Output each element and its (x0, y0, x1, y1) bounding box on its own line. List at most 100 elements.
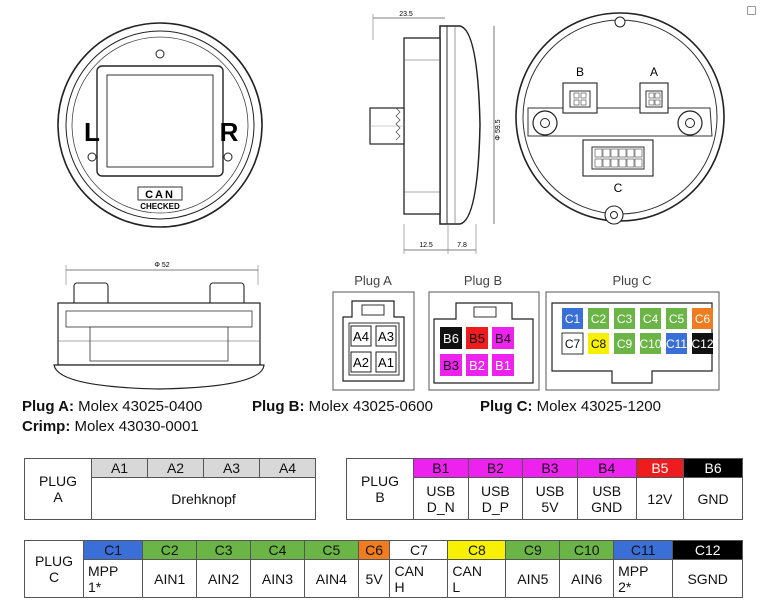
table-c-label-2: C (48, 569, 60, 585)
caption-plug-b-value: Molex 43025-0600 (308, 398, 433, 415)
side-view: 23.5 Φ 59.5 12.5 7.8 (369, 11, 502, 254)
table-c-label: PLUG C (24, 540, 84, 598)
table-b-pin-b3: B3 (522, 458, 578, 478)
table-c-func-c4: AIN3 (250, 559, 305, 598)
table-c-pin-c7: C7 (389, 540, 449, 560)
plug-c-pin-c5: C5 (669, 312, 685, 326)
side-width-dim: 23.5 (399, 11, 413, 18)
caption-crimp: Crimp: Molex 43030-0001 (22, 418, 199, 435)
bottom-view: Φ 52 (53, 262, 265, 390)
table-a-pin-a1: A1 (91, 458, 148, 478)
table-c-func-c10: AIN6 (559, 559, 615, 598)
plug-c-pin-c1: C1 (565, 312, 581, 326)
table-plug-c: PLUG C C1 C2 C3 C4 C5 C6 C7 C8 C9 C10 C1… (24, 540, 743, 598)
plug-c-pins: C1 C2 C3 C4 C5 C6 C7 C8 C9 C10 C11 C12 (561, 308, 714, 355)
plug-c-drawing: Plug C C1 C2 C3 C4 C5 C6 C7 C8 C9 C10 (545, 273, 720, 391)
plug-c-pin-c2: C2 (591, 312, 607, 326)
side-diameter-dim: Φ 59.5 (495, 119, 502, 140)
rear-label-b: B (576, 65, 584, 79)
middle-drawings: Φ 52 Plug A A4 A3 A2 A1 Plug B (53, 262, 720, 391)
window-corner-icon (747, 6, 756, 15)
plug-b-pin-b6: B6 (443, 331, 459, 346)
plug-b-pin-b1: B1 (495, 358, 511, 373)
plug-a-pin-a4: A4 (353, 329, 369, 344)
table-c-pin-c5: C5 (303, 540, 359, 560)
plug-b-drawing: Plug B B6 B5 B4 B3 B2 B1 (428, 273, 540, 391)
rear-label-a: A (650, 65, 658, 79)
table-b-pin-b5: B5 (635, 458, 685, 478)
table-a-label: PLUG A (24, 458, 92, 520)
table-c-pin-c9: C9 (505, 540, 561, 560)
caption-plug-b: Plug B: Molex 43025-0600 (252, 398, 433, 415)
side-depth-dim-2: 7.8 (457, 242, 467, 249)
table-b-label-2: B (375, 489, 385, 505)
table-c-pin-c6: C6 (357, 540, 391, 560)
plug-a-drawing: Plug A A4 A3 A2 A1 (332, 273, 415, 391)
table-b-func-b6: GND (683, 477, 743, 520)
plug-c-pin-c4: C4 (643, 312, 659, 326)
table-b-func-b5: 12V (635, 477, 685, 520)
table-c-pin-c4: C4 (250, 540, 305, 560)
bottom-diameter-dim: Φ 52 (154, 262, 169, 269)
front-right-letter: R (220, 117, 239, 147)
table-c-pin-c10: C10 (559, 540, 615, 560)
can-badge-top: CAN (145, 189, 175, 201)
table-c-func-c5: AIN4 (303, 559, 359, 598)
table-c-pin-c1: C1 (82, 540, 144, 560)
plug-b-pin-b3: B3 (443, 358, 459, 373)
plug-c-pin-c6: C6 (695, 312, 711, 326)
table-c-label-1: PLUG (34, 553, 74, 569)
front-view: L R CAN CHECKED (57, 22, 263, 228)
table-c-pin-c2: C2 (142, 540, 198, 560)
table-b-pin-b1: B1 (413, 458, 469, 478)
table-c-func-c12: SGND (672, 559, 743, 598)
table-c-pin-c8: C8 (447, 540, 507, 560)
plug-a-pin-a3: A3 (378, 329, 394, 344)
table-b-pin-b6: B6 (683, 458, 743, 478)
caption-plug-a: Plug A: Molex 43025-0400 (22, 398, 202, 415)
table-a-function: Drehknopf (91, 477, 316, 520)
caption-plug-a-label: Plug A: (22, 398, 74, 415)
caption-crimp-label: Crimp: (22, 418, 71, 435)
table-b-label: PLUG B (346, 458, 414, 520)
caption-plug-b-label: Plug B: (252, 398, 305, 415)
plug-a-pin-a1: A1 (378, 355, 394, 370)
plug-c-pin-c3: C3 (617, 312, 633, 326)
plug-c-pin-c7: C7 (565, 337, 581, 351)
plug-c-pin-c10: C10 (639, 337, 661, 351)
table-a-pin-a4: A4 (259, 458, 316, 478)
table-c-func-c6: 5V (357, 559, 391, 598)
plug-a-pin-a2: A2 (353, 355, 369, 370)
caption-plug-a-value: Molex 43025-0400 (78, 398, 203, 415)
table-a-label-2: A (53, 489, 63, 505)
rear-view: B A C (515, 12, 725, 225)
table-b-pin-b2: B2 (467, 458, 524, 478)
plug-c-pin-c11: C11 (666, 337, 687, 351)
table-b-label-1: PLUG (360, 473, 400, 489)
table-a-label-1: PLUG (38, 473, 78, 489)
table-c-pin-c12: C12 (672, 540, 743, 560)
plug-c-title: Plug C (612, 273, 651, 288)
plug-b-pin-b5: B5 (469, 331, 485, 346)
caption-crimp-value: Molex 43030-0001 (74, 418, 199, 435)
plug-a-title: Plug A (354, 273, 392, 288)
table-c-func-c2: AIN1 (142, 559, 198, 598)
plug-b-title: Plug B (464, 273, 502, 288)
rear-label-c: C (614, 181, 623, 195)
caption-plug-c-value: Molex 43025-1200 (536, 398, 661, 415)
table-plug-a: PLUG A A1 A2 A3 A4 Drehknopf (24, 458, 316, 520)
top-drawings: L R CAN CHECKED 23.5 Φ 59.5 12.5 7.8 (57, 11, 725, 254)
table-c-pin-c11: C11 (613, 540, 674, 560)
plug-b-pin-b2: B2 (469, 358, 485, 373)
caption-plug-c: Plug C: Molex 43025-1200 (480, 398, 661, 415)
table-a-pin-a3: A3 (203, 458, 260, 478)
side-depth-dim-1: 12.5 (419, 242, 433, 249)
plug-c-pin-c12: C12 (691, 337, 713, 351)
plug-c-pin-c8: C8 (591, 337, 607, 351)
can-badge-bottom: CHECKED (140, 202, 180, 211)
